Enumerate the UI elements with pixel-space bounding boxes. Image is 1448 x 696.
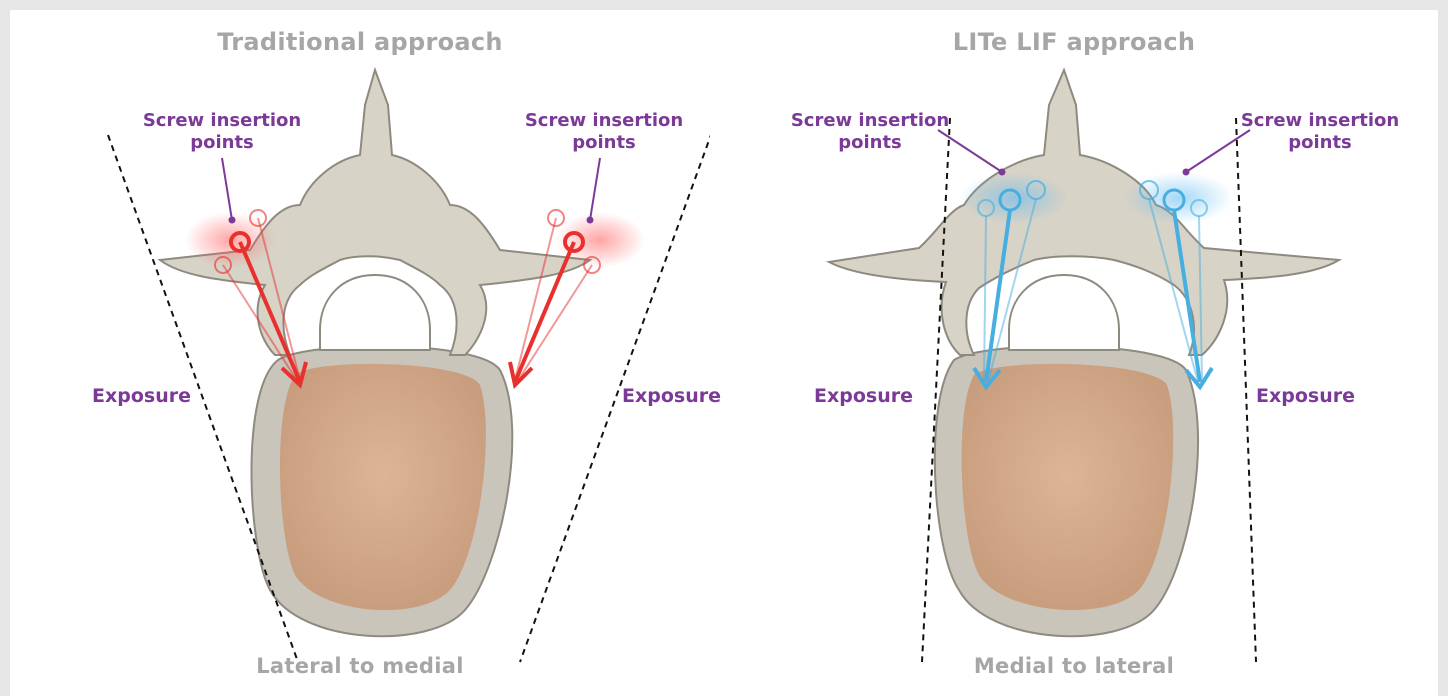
- exposure-line-right: [1236, 118, 1256, 662]
- insertion-glow-left: [959, 172, 1069, 224]
- screw-insertion-label-left: Screw insertion points: [112, 110, 332, 153]
- screw-insertion-label-right: Screw insertion points: [494, 110, 714, 153]
- exposure-label-left: Exposure: [814, 385, 913, 408]
- panel-lite-lif: LITe LIF approach Screw insertion points…: [724, 10, 1424, 696]
- panel-caption: Medial to lateral: [724, 654, 1424, 678]
- exposure-label-left: Exposure: [92, 385, 191, 408]
- panel-title: LITe LIF approach: [724, 28, 1424, 56]
- spinal-canal: [1009, 275, 1119, 350]
- screw-leader-left: [222, 158, 232, 220]
- vertebral-body-core: [280, 364, 486, 610]
- panel-traditional: Traditional approach Screw insertion poi…: [10, 10, 710, 696]
- figure-frame: Traditional approach Screw insertion poi…: [10, 10, 1438, 696]
- screw-leader-right: [590, 158, 600, 220]
- screw-insertion-label-left: Screw insertion points: [760, 110, 980, 153]
- screw-insertion-label-right: Screw insertion points: [1210, 110, 1430, 153]
- vertebral-body-core: [962, 364, 1174, 610]
- panel-caption: Lateral to medial: [10, 654, 710, 678]
- exposure-label-right: Exposure: [622, 385, 721, 408]
- spinal-canal: [320, 275, 430, 350]
- exposure-label-right: Exposure: [1256, 385, 1355, 408]
- panel-title: Traditional approach: [10, 28, 710, 56]
- insertion-glow-right: [1124, 172, 1234, 224]
